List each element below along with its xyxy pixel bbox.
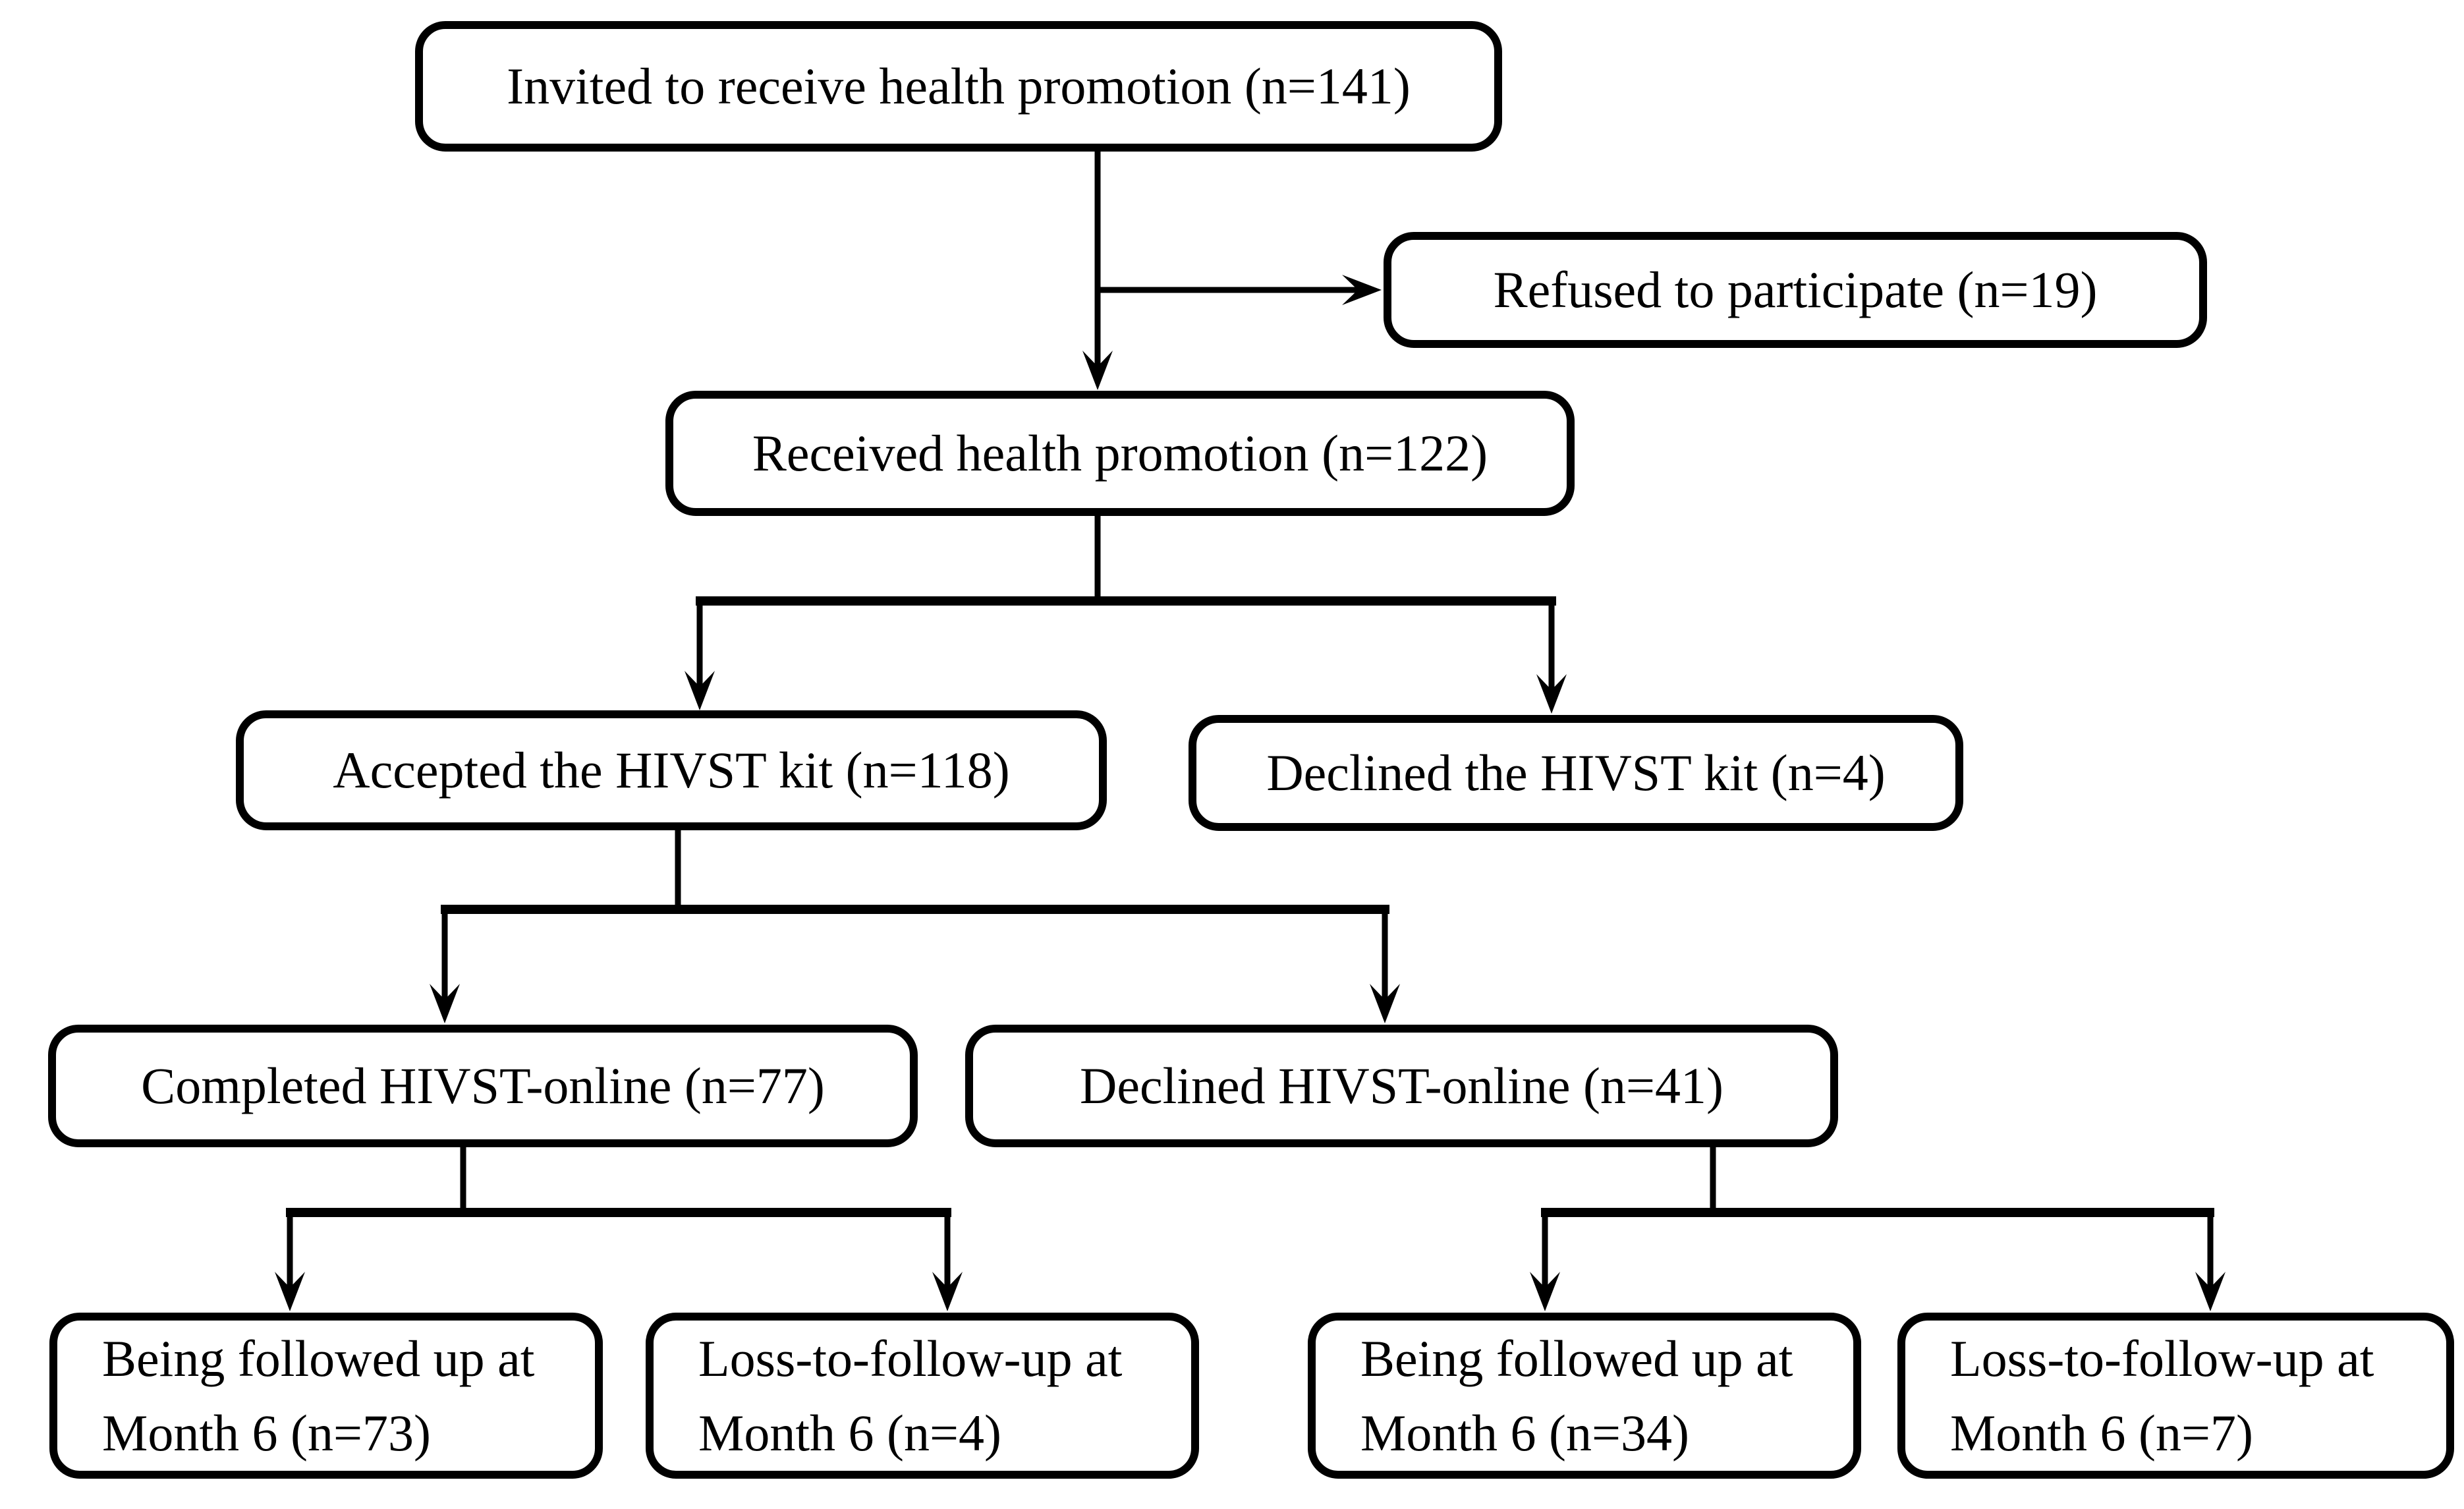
node-invited: Invited to receive health promotion (n=1…: [415, 21, 1502, 152]
edge-declinedonline-ltfu7-arrowhead: [2195, 1272, 2226, 1311]
node-followed-up-34-label: Being followed up at Month 6 (n=34): [1360, 1329, 1793, 1462]
edge-received-accepted-arrowhead: [685, 671, 715, 710]
node-loss-to-follow-up-7-label: Loss-to-follow-up at Month 6 (n=7): [1950, 1329, 2374, 1462]
edge-received-declinedkit-arrowhead: [1536, 674, 1567, 714]
edge-declinedonline-followed34-arrowhead: [1530, 1272, 1560, 1311]
node-declined-online-label: Declined HIVST-online (n=41): [1080, 1057, 1723, 1115]
node-completed-online: Completed HIVST-online (n=77): [48, 1025, 918, 1147]
node-loss-to-follow-up-4-label: Loss-to-follow-up at Month 6 (n=4): [698, 1329, 1123, 1462]
node-followed-up-73: Being followed up at Month 6 (n=73): [49, 1313, 603, 1479]
node-refused-label: Refused to participate (n=19): [1493, 261, 2098, 319]
node-received-label: Received health promotion (n=122): [752, 424, 1488, 482]
edge-invited-refused-arrowhead: [1342, 275, 1382, 305]
node-followed-up-34: Being followed up at Month 6 (n=34): [1308, 1313, 1861, 1479]
node-loss-to-follow-up-7: Loss-to-follow-up at Month 6 (n=7): [1897, 1313, 2454, 1479]
node-refused: Refused to participate (n=19): [1384, 232, 2207, 348]
node-completed-online-label: Completed HIVST-online (n=77): [141, 1057, 825, 1115]
edge-completed-ltfu4-arrowhead: [932, 1272, 963, 1311]
node-declined-online: Declined HIVST-online (n=41): [965, 1025, 1838, 1147]
edge-completed-followed73-arrowhead: [275, 1272, 305, 1311]
node-received: Received health promotion (n=122): [665, 391, 1575, 516]
node-invited-label: Invited to receive health promotion (n=1…: [507, 57, 1411, 115]
node-followed-up-73-label: Being followed up at Month 6 (n=73): [102, 1329, 535, 1462]
edge-accepted-completed-arrowhead: [430, 984, 460, 1023]
edge-accepted-declinedonline-arrowhead: [1370, 984, 1400, 1023]
node-loss-to-follow-up-4: Loss-to-follow-up at Month 6 (n=4): [646, 1313, 1199, 1479]
node-accepted-kit-label: Accepted the HIVST kit (n=118): [333, 741, 1010, 799]
node-declined-kit-label: Declined the HIVST kit (n=4): [1266, 744, 1886, 802]
edge-invited-received-arrowhead: [1082, 351, 1113, 390]
node-accepted-kit: Accepted the HIVST kit (n=118): [236, 710, 1107, 830]
node-declined-kit: Declined the HIVST kit (n=4): [1189, 715, 1963, 831]
